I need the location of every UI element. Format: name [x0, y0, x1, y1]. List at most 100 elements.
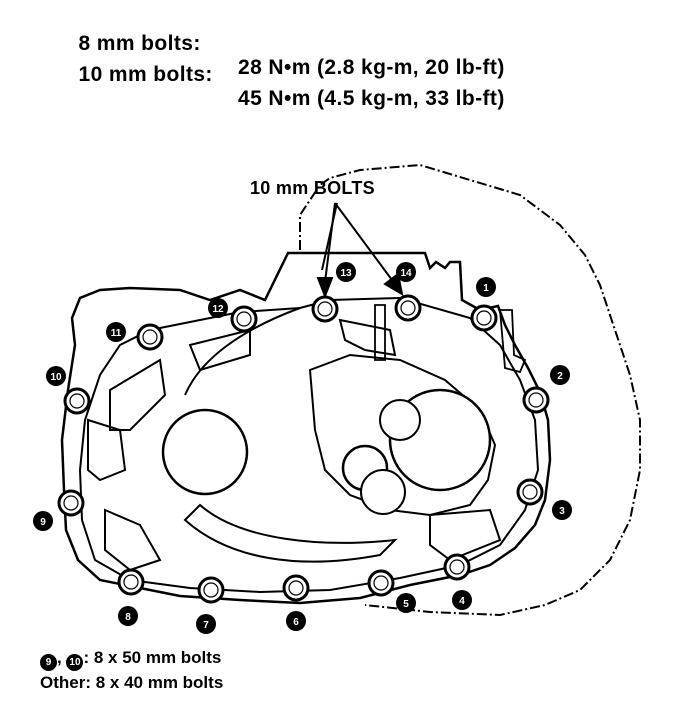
bolt-holes [57, 294, 550, 604]
bell-housing-outline [299, 163, 641, 617]
sequence-number: 8 [125, 612, 131, 623]
sequence-marker-dot [476, 277, 496, 297]
sequence-number: 3 [559, 506, 565, 517]
legend-special-text: : 8 x 50 mm bolts [83, 648, 222, 667]
sequence-number: 14 [400, 268, 412, 279]
bolt-hole-inner [373, 575, 389, 591]
sequence-marker-dot [452, 590, 472, 610]
side-tab [499, 309, 527, 374]
bolt-hole [443, 553, 471, 581]
sequence-marker-dot [106, 322, 126, 342]
rib-lower-left [104, 508, 162, 572]
rib-upper [188, 328, 251, 372]
sequence-marker-14: 14 [396, 262, 416, 282]
torque-spec-8mm-value: 28 N•m (2.8 kg-m, 20 lb-ft) [238, 56, 505, 79]
torque-spec-8mm-label: 8 mm bolts: [78, 32, 201, 55]
sequence-marker-dot [208, 298, 228, 318]
legend-special-bolts: 9, 10: 8 x 50 mm bolts [40, 648, 221, 671]
bolt-hole-inner [69, 393, 85, 409]
sequence-number: 7 [203, 620, 209, 631]
sequence-marker-10: 10 [46, 366, 66, 386]
sequence-marker-dot [550, 365, 570, 385]
bolt-hole [136, 323, 164, 351]
sequence-number: 9 [40, 517, 46, 528]
bolt-hole [394, 294, 422, 322]
bolt-hole [516, 478, 544, 506]
right-cavity [308, 353, 497, 517]
sequence-marker-4: 4 [452, 590, 472, 610]
sequence-marker-dot [552, 500, 572, 520]
sequence-marker-8: 8 [118, 606, 138, 626]
bolt-hole [470, 304, 498, 332]
torque-spec-10mm-label: 10 mm bolts: [78, 63, 213, 86]
sequence-number: 6 [293, 617, 299, 628]
sequence-number: 11 [111, 328, 122, 339]
sequence-marker-dot [196, 614, 216, 634]
bolt-hole-inner [142, 329, 158, 345]
bolt-hole-inner [400, 300, 416, 316]
legend-number-9: 9 [40, 654, 57, 671]
bolt-hole [282, 574, 310, 602]
bolt-hole-inner [63, 495, 79, 511]
sequence-marker-5: 5 [396, 593, 416, 613]
sequence-marker-dot [396, 262, 416, 282]
countershaft-boss [360, 469, 406, 515]
sequence-marker-dot [396, 593, 416, 613]
sequence-number: 5 [403, 599, 409, 610]
bolt-hole-inner [528, 392, 544, 408]
sequence-marker-13: 13 [336, 262, 356, 282]
sequence-number: 12 [212, 304, 224, 315]
top-bracket [338, 318, 397, 357]
bolt-hole [57, 489, 85, 517]
rib-left-lower [87, 418, 127, 482]
bolt-hole-inner [317, 301, 333, 317]
sequence-marker-12: 12 [208, 298, 228, 318]
sequence-number: 4 [459, 596, 465, 607]
sequence-marker-2: 2 [550, 365, 570, 385]
sequence-marker-dot [286, 611, 306, 631]
callout-10mm-bolts: 10 mm BOLTS [250, 178, 375, 198]
sequence-marker-dot [336, 262, 356, 282]
bolt-hole [117, 568, 145, 596]
sequence-number: 13 [340, 268, 352, 279]
sequence-number: 2 [557, 371, 563, 382]
rib-left [109, 358, 167, 431]
bolt-hole [197, 576, 225, 604]
bolt-hole-inner [123, 574, 139, 590]
legend-number-10: 10 [66, 654, 84, 671]
sequence-marker-6: 6 [286, 611, 306, 631]
sequence-marker-11: 11 [106, 322, 126, 342]
sequence-marker-dot [33, 511, 53, 531]
center-web [183, 503, 398, 563]
sequence-marker-3: 3 [552, 500, 572, 520]
sequence-marker-dot [118, 606, 138, 626]
bolt-hole-inner [236, 311, 252, 327]
top-tab [374, 304, 386, 361]
bolt-hole [522, 386, 550, 414]
input-shaft-bore [161, 408, 249, 496]
bolt-hole [63, 387, 91, 415]
torque-spec-10mm-value: 45 N•m (4.5 kg-m, 33 lb-ft) [238, 87, 505, 110]
bolt-hole [367, 569, 395, 597]
sequence-marker-1: 1 [476, 277, 496, 297]
bolt-hole-inner [449, 559, 465, 575]
sequence-marker-7: 7 [196, 614, 216, 634]
sequence-number: 10 [50, 372, 62, 383]
torque-spec-10mm: 10 mm bolts: 45 N•m (4.5 kg-m, 33 lb-ft) [66, 39, 504, 111]
bolt-hole-inner [522, 484, 538, 500]
legend-other-bolts: Other: 8 x 40 mm bolts [40, 673, 224, 692]
bolt-hole [311, 295, 339, 323]
rib-lower-right [429, 508, 502, 562]
sequence-marker-9: 9 [33, 511, 53, 531]
sequence-marker-dot [46, 366, 66, 386]
bolt-hole-inner [203, 582, 219, 598]
center-divider [184, 307, 301, 396]
callout-arrows [316, 202, 404, 299]
bolt-hole [230, 305, 258, 333]
torque-spec-8mm: 8 mm bolts: 28 N•m (2.8 kg-m, 20 lb-ft) [66, 8, 504, 80]
bolt-hole-inner [476, 310, 492, 326]
shaft-boss-upper [379, 399, 421, 441]
bolt-hole-inner [288, 580, 304, 596]
